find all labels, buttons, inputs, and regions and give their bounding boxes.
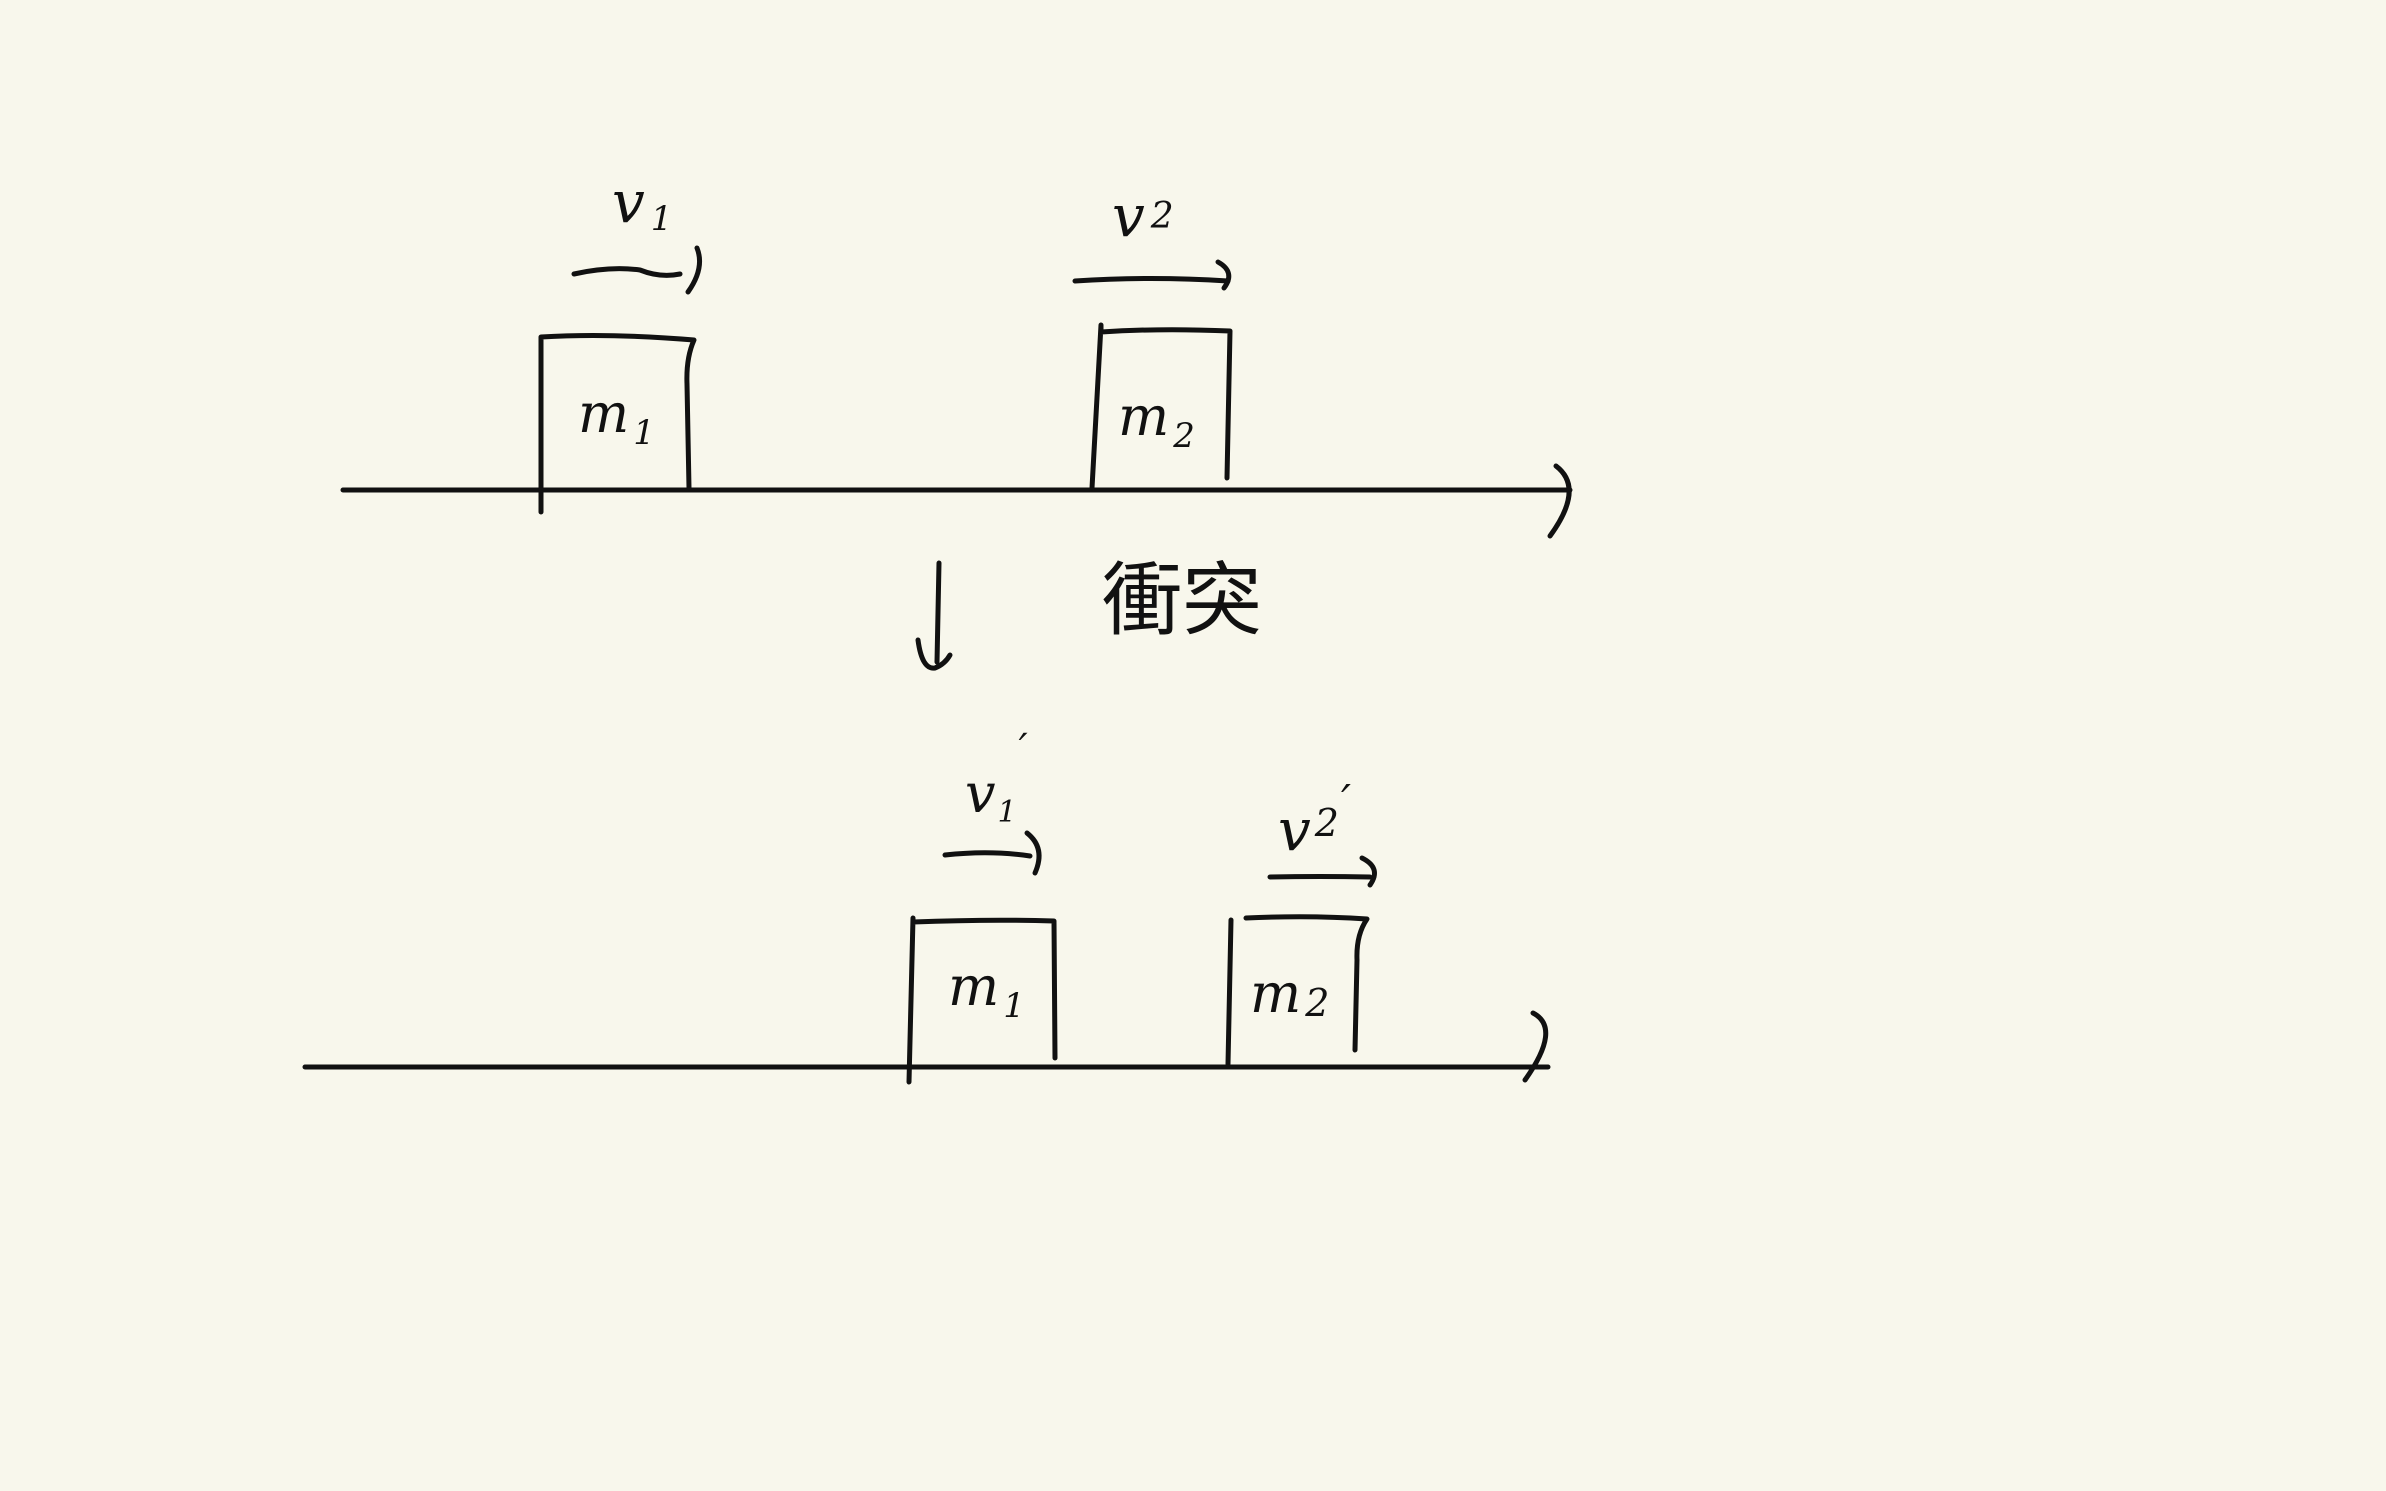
- before-velocity-arrowhead-v2: [1215, 259, 1232, 291]
- after-velocity-arrowhead-v1: [1024, 830, 1042, 876]
- after-scene: [302, 830, 1551, 1085]
- after-block-m2: [1225, 914, 1370, 1067]
- after-velocity-arrow-v2: [1267, 874, 1373, 880]
- transition-arrow: [915, 560, 953, 671]
- before-velocity-arrow-v2: [1072, 276, 1231, 284]
- before-block-m2: [1089, 322, 1233, 491]
- before-scene: [340, 245, 1573, 539]
- collision-label: 衝突: [1102, 554, 1262, 647]
- after-block-m1: [906, 915, 1058, 1085]
- after-velocity-arrow-v1: [942, 850, 1033, 859]
- before-block-m1: [538, 333, 697, 515]
- before-velocity-arrowhead-v1: [685, 245, 702, 295]
- after-velocity-v1-label: v1′: [965, 726, 1028, 830]
- before-axis-arrowhead: [1547, 463, 1572, 539]
- down-arrow-head: [915, 637, 953, 671]
- after-velocity-arrowhead-v2: [1359, 855, 1377, 888]
- before-velocity-arrow-v1: [571, 266, 683, 278]
- down-arrow-shaft: [934, 560, 942, 665]
- after-axis-arrowhead: [1522, 1010, 1549, 1083]
